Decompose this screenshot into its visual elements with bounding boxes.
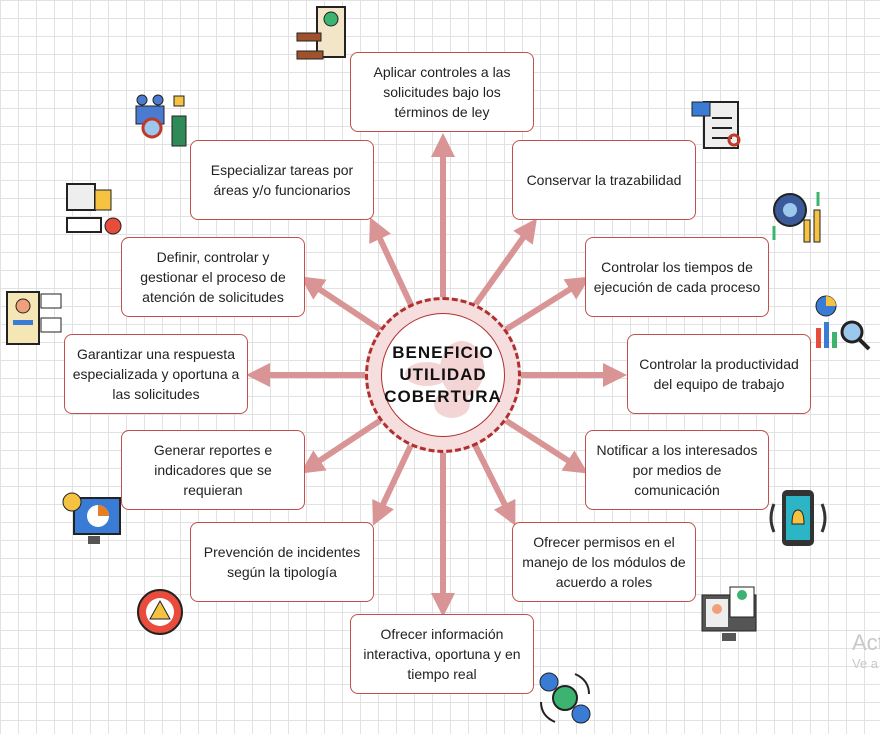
arrow [503,276,591,333]
benefit-box: Controlar la productividad del equipo de… [627,334,811,414]
analytics-search-icon [815,295,871,351]
user-monitor-icon [701,586,757,641]
team-search-icon [135,94,187,147]
users-sync-icon [539,672,591,724]
gear-growth-chart-icon [772,192,821,243]
center-title-3: COBERTURA [384,387,502,406]
benefit-box: Generar reportes e indicadores que se re… [121,430,305,510]
benefit-box: Ofrecer información interactiva, oportun… [350,614,534,694]
watermark-line-1: Act [852,630,880,655]
arrow [372,443,414,526]
phone-notification-icon [769,490,827,546]
arrow [299,417,383,474]
benefit-box: Conservar la trazabilidad [512,140,696,220]
forms-settings-icon [66,183,122,235]
benefit-box: Notificar a los interesados por medios d… [585,430,769,510]
arrow [299,276,383,333]
benefit-box: Definir, controlar y gestionar el proces… [121,237,305,317]
center-title-2: UTILIDAD [399,365,487,384]
report-monitor-icon [62,492,121,544]
center-title-1: BENEFICIO [392,343,494,362]
benefit-box: Controlar los tiempos de ejecución de ca… [585,237,769,317]
benefit-box: Aplicar controles a las solicitudes bajo… [350,52,534,132]
checklist-chat-icon [691,101,741,149]
arrow [503,417,589,474]
benefit-box: Especializar tareas por áreas y/o funcio… [190,140,374,220]
gavel-document-icon [296,6,346,60]
warning-gear-icon [137,589,183,635]
arrow [369,217,414,307]
center-circle: BENEFICIO UTILIDAD COBERTURA [365,297,521,453]
benefit-box: Garantizar una respuesta especializada y… [64,334,248,414]
watermark-line-2: Ve a [852,656,879,671]
butterfly-watermark-icon [405,341,484,418]
benefit-box: Ofrecer permisos en el manejo de los mód… [512,522,696,602]
arrow [472,443,516,526]
profile-approval-icon [6,291,62,345]
benefit-box: Prevención de incidentes según la tipolo… [190,522,374,602]
arrow [472,218,537,307]
